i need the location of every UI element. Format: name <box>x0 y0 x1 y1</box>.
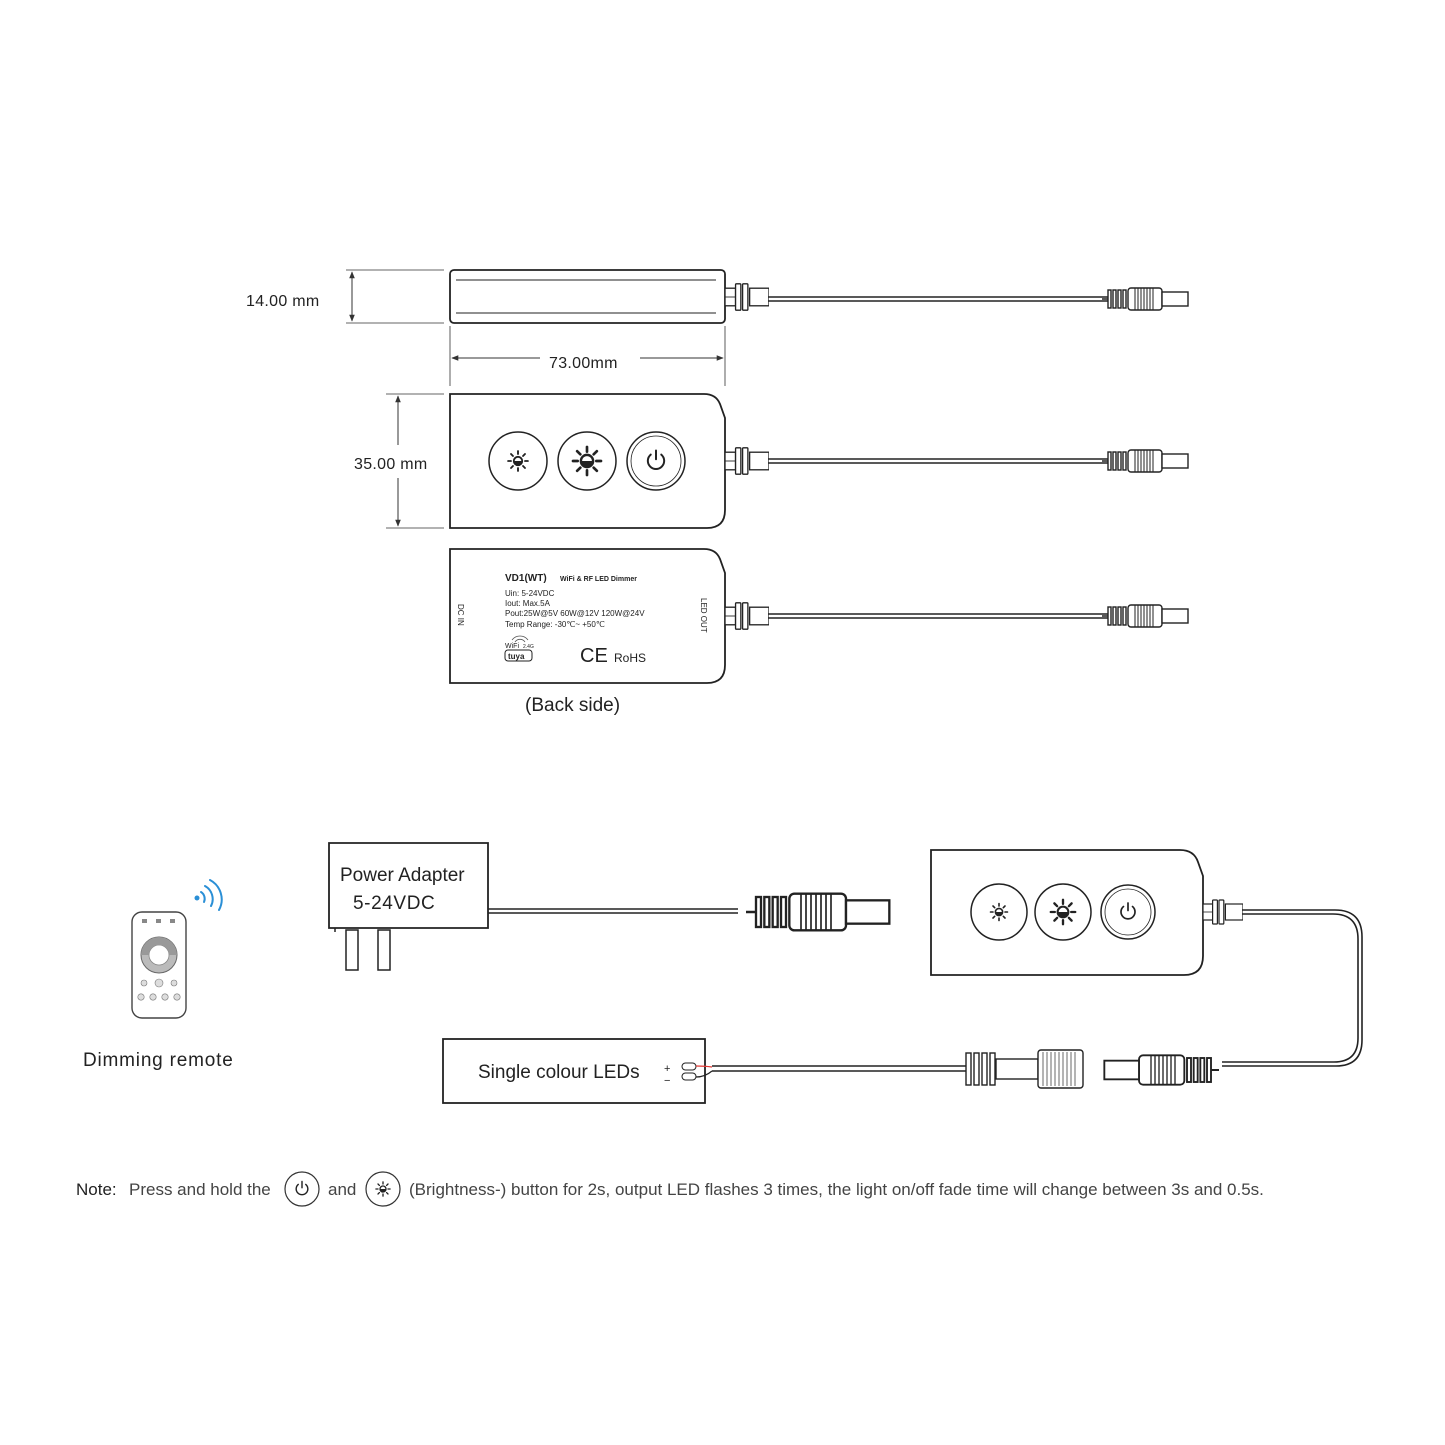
sun-small-icon <box>375 1181 391 1197</box>
front-view-dc-plug <box>1102 449 1189 473</box>
led-dc-socket <box>965 1049 1084 1089</box>
side-view-body <box>449 269 726 324</box>
adapter-voltage: 5-24VDC <box>353 893 435 914</box>
length-dimension: 73.00mm <box>449 326 726 386</box>
adapter-prong-left <box>345 929 359 971</box>
width-label: 35.00 mm <box>354 456 428 473</box>
wiring-strain-relief <box>1203 899 1243 925</box>
front-view-strain-relief <box>725 447 769 475</box>
back-wifi-logo: WiFi 2.4G tuya <box>504 635 534 662</box>
note-part3: (Brightness-) button for 2s, output LED … <box>409 1180 1264 1199</box>
note-prefix: Note: <box>76 1180 117 1199</box>
height-dimension: 14.00 mm <box>246 269 444 324</box>
back-band-text: 2.4G <box>523 644 534 650</box>
adapter-prong-right <box>377 929 391 971</box>
adapter-body <box>328 842 489 929</box>
back-led-out: LED OUT <box>699 598 708 633</box>
back-view: VD1(WT) WiFi & RF LED Dimmer Uin: 5-24VD… <box>449 548 1189 716</box>
note: Note: Press and hold the and (Brightness… <box>76 1171 1264 1207</box>
note-part1: Press and hold the <box>129 1180 271 1199</box>
back-wifi-text: WiFi <box>505 643 519 650</box>
side-view-dc-plug <box>1102 287 1189 311</box>
wiring-power-button <box>1100 884 1156 940</box>
note-part2: and <box>328 1180 356 1199</box>
led-strip-box <box>442 1038 706 1104</box>
led-plus-sign: + <box>664 1063 670 1075</box>
back-rohs: RoHS <box>614 651 646 665</box>
back-dc-in: DC IN <box>456 604 465 626</box>
side-view <box>449 269 1189 324</box>
back-side-caption: (Back side) <box>525 695 620 716</box>
power-adapter: Power Adapter 5-24VDC <box>328 842 891 971</box>
controller-dc-plug <box>1103 1054 1221 1086</box>
back-view-strain-relief <box>725 602 769 630</box>
back-iout: Iout: Max.5A <box>505 599 551 608</box>
front-view <box>449 393 1189 529</box>
led-strip-label: Single colour LEDs <box>478 1062 640 1083</box>
front-power-button <box>626 431 686 491</box>
back-tuya-text: tuya <box>508 652 525 661</box>
wiring-brightness-up-button <box>1034 883 1092 941</box>
width-dimension: 35.00 mm <box>354 393 444 529</box>
front-brightness-down-button <box>488 431 548 491</box>
adapter-title: Power Adapter <box>340 865 465 886</box>
back-view-dc-plug <box>1102 604 1189 628</box>
back-pout: Pout:25W@5V 60W@12V 120W@24V <box>505 609 645 618</box>
led-minus-sign: − <box>664 1075 670 1087</box>
remote-caption: Dimming remote <box>83 1050 234 1071</box>
wiring-controller <box>930 849 1363 1067</box>
back-model: VD1(WT) <box>505 573 547 584</box>
wifi-signal-icon <box>194 879 223 911</box>
back-temp: Temp Range: -30℃~ +50℃ <box>505 620 605 629</box>
sun-large-icon <box>571 445 603 477</box>
back-ce-mark: CE <box>580 645 608 667</box>
height-label: 14.00 mm <box>246 293 320 310</box>
sun-small-icon <box>989 902 1009 922</box>
side-view-strain-relief <box>725 283 769 311</box>
controller-output-cable <box>1222 909 1363 1067</box>
led-strip: Single colour LEDs + − <box>442 1038 966 1104</box>
length-label: 73.00mm <box>549 355 618 372</box>
back-product-name: WiFi & RF LED Dimmer <box>560 576 637 583</box>
adapter-dc-plug <box>744 892 891 932</box>
back-uin: Uin: 5-24VDC <box>505 589 555 598</box>
dimming-remote: Dimming remote <box>83 879 234 1071</box>
note-power-button <box>284 1171 320 1207</box>
